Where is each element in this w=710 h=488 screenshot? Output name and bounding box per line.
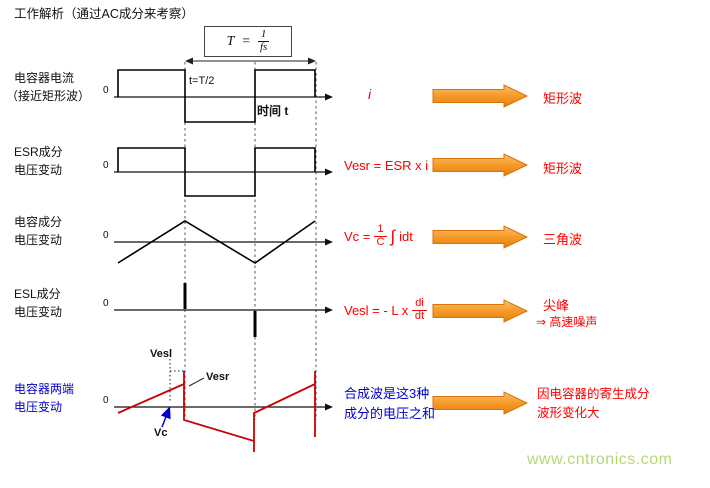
row5-label-line1: 电容器两端 bbox=[14, 382, 75, 396]
flow-arrow-icon-2 bbox=[432, 153, 529, 177]
row4-formula-lhs: Vesl = - L x bbox=[344, 302, 409, 318]
period-equals: = bbox=[241, 33, 251, 49]
row4-result-line1: 尖峰 bbox=[543, 298, 570, 313]
flow-arrow-icon-1 bbox=[432, 84, 529, 108]
row3-formula-lhs: Vc = bbox=[344, 228, 371, 244]
row4-zero-label: 0 bbox=[103, 298, 109, 309]
capacitance-triangle-waveform bbox=[117, 220, 316, 264]
row4-result-line2: ⇒ 高速噪声 bbox=[536, 315, 598, 329]
row3-fraction: 1 C bbox=[374, 223, 387, 248]
integral-sign: ∫ bbox=[390, 226, 396, 246]
row3-formula: Vc = 1 C ∫ idt bbox=[344, 223, 413, 248]
row1-formula: i bbox=[368, 86, 372, 102]
vesr-wave-label: Vesr bbox=[206, 371, 230, 383]
row4-fraction: di dt bbox=[412, 297, 427, 322]
dashed-guides bbox=[184, 62, 317, 420]
row4-label-line2: 电压变动 bbox=[14, 305, 63, 319]
composite-waveform bbox=[117, 371, 316, 452]
page-title: 工作解析（通过AC成分来考察） bbox=[14, 7, 194, 21]
row4-label-line1: ESL成分 bbox=[14, 287, 61, 301]
row2-result: 矩形波 bbox=[543, 161, 583, 176]
period-fraction: 1 fs bbox=[257, 29, 270, 53]
row1-zero-label: 0 bbox=[103, 85, 109, 96]
row5-zero-label: 0 bbox=[103, 395, 109, 406]
row2-label-line2: 电压变动 bbox=[14, 163, 63, 177]
row3-result: 三角波 bbox=[543, 232, 583, 247]
period-formula-box: T = 1 fs bbox=[204, 26, 292, 57]
time-axis-label: 时间 t bbox=[257, 104, 289, 118]
flow-arrow-icon-4 bbox=[432, 299, 529, 323]
row1-label-line2: （接近矩形波） bbox=[6, 89, 91, 103]
row5-label-line2: 电压变动 bbox=[14, 400, 63, 414]
row2-formula: Vesr = ESR x i bbox=[344, 158, 429, 173]
vesl-wave-label: Vesl bbox=[150, 348, 173, 360]
half-period-label: t=T/2 bbox=[189, 75, 215, 87]
row1-result: 矩形波 bbox=[543, 91, 583, 106]
vc-arrow-icon bbox=[160, 406, 171, 428]
row3-label-line2: 电压变动 bbox=[14, 233, 63, 247]
row5-result-line1: 因电容器的寄生成分 bbox=[537, 387, 650, 401]
row3-zero-label: 0 bbox=[103, 230, 109, 241]
row4-formula: Vesl = - L x di dt bbox=[344, 297, 427, 322]
row3-label-line1: 电容成分 bbox=[14, 215, 63, 229]
row5-formula-line2: 成分的电压之和 bbox=[344, 406, 436, 421]
vesr-leader-line bbox=[188, 377, 205, 387]
period-frac-num: 1 bbox=[257, 29, 270, 42]
row3-formula-rhs: idt bbox=[399, 228, 413, 244]
period-span-arrow bbox=[185, 57, 316, 65]
row2-zero-label: 0 bbox=[103, 160, 109, 171]
period-symbol: T bbox=[226, 33, 235, 49]
period-frac-den: fs bbox=[259, 41, 268, 53]
vc-wave-label: Vc bbox=[154, 427, 168, 439]
vesl-dotted-guides bbox=[169, 359, 184, 402]
row1-label-line1: 电容器电流 bbox=[14, 71, 75, 85]
row5-formula-line1: 合成波是这3种 bbox=[344, 386, 430, 401]
esr-square-waveform bbox=[117, 147, 316, 197]
current-square-waveform bbox=[117, 69, 316, 123]
row5-result-line2: 波形变化大 bbox=[537, 406, 600, 420]
esl-spike-waveform bbox=[183, 283, 257, 337]
flow-arrow-icon-5 bbox=[432, 391, 529, 415]
row2-label-line1: ESR成分 bbox=[14, 145, 63, 159]
watermark: www.cntronics.com bbox=[527, 451, 673, 468]
time-axes bbox=[114, 93, 333, 411]
flow-arrow-icon-3 bbox=[432, 225, 529, 249]
